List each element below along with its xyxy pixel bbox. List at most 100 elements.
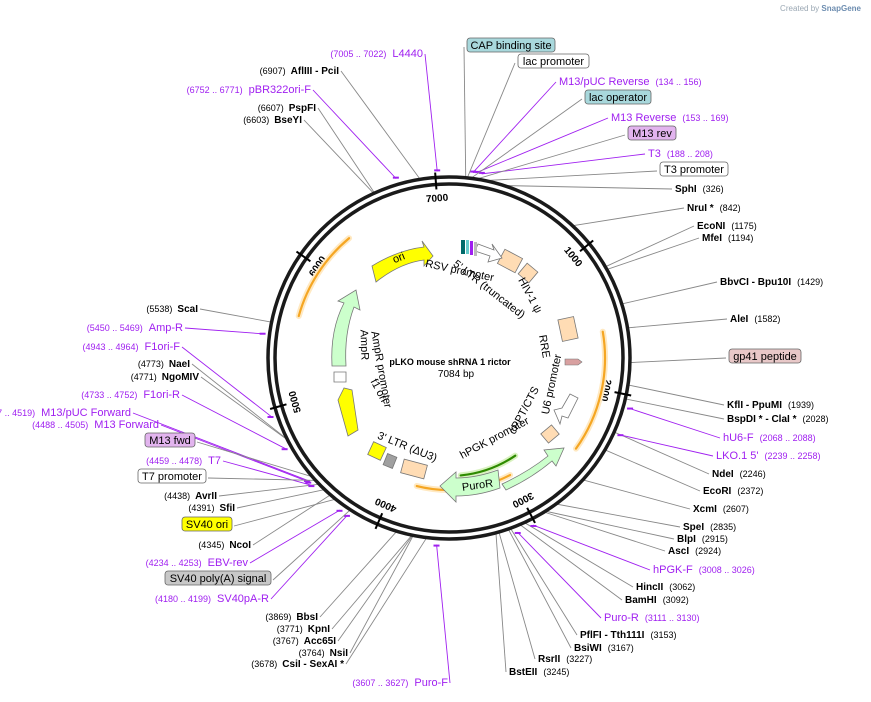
feature-arc-glow bbox=[295, 235, 353, 320]
enzyme-site-label: (4345)NcoI bbox=[198, 540, 251, 551]
primer-leader-line bbox=[532, 524, 651, 571]
enzyme-name: RsrII bbox=[538, 654, 560, 665]
enzyme-position: (2835) bbox=[710, 522, 736, 532]
watermark-prefix: Created by bbox=[780, 4, 820, 13]
ltr3-misc-box bbox=[400, 458, 428, 480]
enzyme-site-label: NruI *(842) bbox=[687, 203, 741, 214]
rsv-promoter-arrow bbox=[474, 243, 503, 263]
enzyme-site-label: (4771)NgoMIV bbox=[131, 372, 200, 383]
enzyme-site-label: EcoNI(1175) bbox=[697, 221, 757, 232]
tick-label: 4000 bbox=[373, 495, 398, 514]
enzyme-name: EcoRI bbox=[703, 486, 732, 497]
primer-name: Amp-R bbox=[149, 322, 183, 334]
enzyme-leader-line bbox=[200, 376, 290, 442]
enzyme-site-label: RsrII(3227) bbox=[538, 654, 592, 665]
enzyme-position: (3153) bbox=[650, 630, 676, 640]
enzyme-leader-line bbox=[620, 281, 718, 305]
enzyme-name: SphI bbox=[675, 184, 697, 195]
primer-name: M13 Forward bbox=[94, 419, 159, 431]
enzyme-leader-line bbox=[317, 107, 376, 195]
primer-leader-line bbox=[222, 460, 313, 486]
feature-arc bbox=[297, 237, 351, 318]
m13rev-mark bbox=[470, 241, 473, 255]
snapgene-watermark: Created by SnapGene bbox=[780, 4, 861, 13]
primer-label: hPGK-F(3008 .. 3026) bbox=[653, 564, 755, 576]
enzyme-name: NsiI bbox=[330, 648, 349, 659]
enzyme-name: NruI * bbox=[687, 203, 714, 214]
enzyme-leader-line bbox=[624, 398, 725, 420]
feature-leader-line bbox=[466, 62, 516, 180]
primer-range: (7005 .. 7022) bbox=[330, 49, 386, 59]
inner-feature-label: RRE bbox=[536, 334, 552, 359]
primer-leader-line bbox=[619, 434, 714, 457]
tick-mark bbox=[434, 172, 438, 190]
enzyme-position: (4345) bbox=[198, 540, 224, 550]
enzyme-name: BbvCI - Bpu10I bbox=[720, 277, 791, 288]
enzyme-name: BsiWI bbox=[574, 643, 602, 654]
enzyme-name: ScaI bbox=[177, 304, 198, 315]
primer-range: (4234 .. 4253) bbox=[146, 558, 202, 568]
primer-label: Puro-R(3111 .. 3130) bbox=[604, 612, 700, 624]
feature-label-box bbox=[181, 516, 233, 532]
primer-range: (4497 .. 4519) bbox=[0, 408, 35, 418]
primer-leader-line bbox=[181, 346, 272, 418]
primer-label: (4488 .. 4505)M13 Forward bbox=[32, 419, 159, 431]
inner-feature-label: AmpR promoter bbox=[368, 330, 393, 409]
primer-label: (5450 .. 5469)Amp-R bbox=[87, 322, 183, 334]
enzyme-position: (6607) bbox=[258, 103, 284, 113]
feature-label: lac operator bbox=[589, 92, 647, 104]
enzyme-name: NdeI bbox=[712, 469, 734, 480]
enzyme-position: (2607) bbox=[723, 504, 749, 514]
enzyme-leader-line bbox=[199, 308, 273, 323]
feature-leader-line bbox=[272, 508, 352, 581]
primer-leader-line bbox=[436, 544, 451, 684]
primer-leader-line bbox=[424, 53, 438, 172]
enzyme-name: CsiI - SexAI * bbox=[282, 659, 344, 670]
enzyme-position: (6603) bbox=[243, 115, 269, 125]
feature-label-box bbox=[466, 37, 556, 53]
enzyme-leader-line bbox=[500, 185, 673, 190]
enzyme-name: BstEII bbox=[509, 667, 538, 678]
enzyme-position: (3167) bbox=[608, 643, 634, 653]
primer-name: pBR322ori-F bbox=[249, 84, 312, 96]
primer-leader-line bbox=[481, 153, 646, 175]
primer-leader-line bbox=[184, 327, 264, 335]
label-leader-lines bbox=[132, 46, 728, 684]
primer-label: T3(188 .. 208) bbox=[648, 148, 713, 160]
inner-feature-label: hPGK promoter bbox=[458, 415, 531, 462]
feature-arc bbox=[459, 454, 517, 477]
feature-leader-line bbox=[469, 98, 583, 180]
enzyme-leader-line bbox=[319, 530, 398, 618]
tick-label: 7000 bbox=[426, 193, 449, 206]
enzyme-leader-line bbox=[340, 70, 422, 181]
primer-name: F1ori-F bbox=[145, 341, 181, 353]
enzyme-name: SpeI bbox=[683, 522, 704, 533]
enzyme-leader-line bbox=[605, 237, 700, 271]
feature-leader-line bbox=[196, 441, 315, 478]
tick-mark bbox=[269, 403, 287, 410]
enzyme-position: (5538) bbox=[146, 304, 172, 314]
enzyme-name: MfeI bbox=[702, 233, 722, 244]
feature-label: T7 promoter bbox=[142, 471, 202, 483]
gp41-feature bbox=[564, 358, 583, 366]
hiv-psi-box bbox=[517, 262, 539, 284]
enzyme-site-label: (6607)PspFI bbox=[258, 103, 316, 114]
enzyme-site-label: BbvCI - Bpu10I(1429) bbox=[720, 277, 823, 288]
feature-label-box bbox=[627, 125, 677, 141]
enzyme-leader-line bbox=[509, 527, 578, 636]
enzyme-site-label: (3771)KpnI bbox=[277, 624, 330, 635]
enzyme-leader-line bbox=[626, 384, 725, 406]
enzyme-site-label: (6907)AflIII - PciI bbox=[260, 66, 340, 77]
primer-range: (188 .. 208) bbox=[667, 149, 713, 159]
feature-label: T3 promoter bbox=[664, 164, 724, 176]
inner-features: PuroR bbox=[331, 240, 583, 503]
enzyme-site-label: SpeI (2835) bbox=[683, 522, 736, 533]
enzyme-name: AleI bbox=[730, 314, 749, 325]
feature-label: SV40 poly(A) signal bbox=[170, 573, 267, 585]
enzyme-site-label: NdeI(2246) bbox=[712, 469, 766, 480]
primer-label: hU6-F(2068 .. 2088) bbox=[723, 432, 816, 444]
primer-label: (7005 .. 7022)L4440 bbox=[330, 48, 423, 60]
enzyme-leader-line bbox=[581, 479, 691, 510]
enzyme-site-label: BlpI(2915) bbox=[677, 534, 728, 545]
ltr3-gray-box bbox=[382, 453, 398, 469]
